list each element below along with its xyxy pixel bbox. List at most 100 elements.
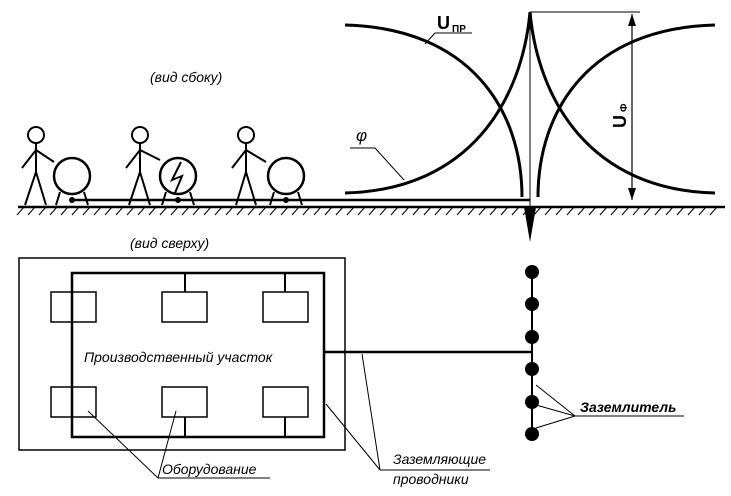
machine-2 [158,156,198,206]
potential-curve-right [528,11,716,195]
junction-dot [283,197,289,203]
hatch-mark [676,206,685,216]
lightning-bolt-icon [169,161,184,194]
potential-curve-left [344,11,532,195]
arrow-up-icon [628,14,636,26]
u-f-subscript: Ф [619,103,630,112]
equipment-box-5 [161,386,208,437]
ground-rod [525,395,539,409]
person-2 [125,126,161,206]
hatch-mark [555,206,564,216]
hatch-mark [621,206,630,216]
u-pr-subscript: ПР [452,24,466,35]
hatch-mark [269,206,278,216]
ground-rod [525,362,539,376]
machine-1 [52,156,92,206]
person-1 [21,126,55,206]
hatch-mark [511,206,520,216]
grounding-conductors-leader [325,403,381,471]
hatch-mark [489,206,498,216]
equipment-leader [157,410,177,479]
electrode-spike [524,207,536,242]
equipment-box-2 [161,273,208,323]
ground-rod [525,297,539,311]
hatch-mark [588,206,597,216]
hatch-mark [148,206,157,216]
hatch-mark [467,206,476,216]
hatch-mark [445,206,454,216]
hatch-mark [159,206,168,216]
person-3 [231,126,267,206]
hatch-mark [357,206,366,216]
hatch-mark [379,206,388,216]
top-view: (вид сверху) Производственный участок За… [18,235,684,487]
hatch-mark [27,206,36,216]
hatch-mark [258,206,267,216]
hatch-mark [665,206,674,216]
grounding-conductors-label-1: Заземляющие [393,451,486,467]
u-f-label: U [610,115,630,128]
hatch-mark [566,206,575,216]
hatch-mark [71,206,80,216]
hatch-mark [698,206,707,216]
grounding-conductors-leader [361,353,381,471]
hatch-mark [115,206,124,216]
hatch-mark [478,206,487,216]
hatch-mark [346,206,355,216]
hatch-mark [401,206,410,216]
hatch-mark [709,206,718,216]
ground-electrode-leader [535,415,576,429]
side-view-label: (вид сбоку) [150,69,222,85]
phi-leader [374,147,405,181]
hatch-mark [599,206,608,216]
phi-label: φ [356,126,367,145]
production-area-outline [18,257,346,451]
hatch-mark [423,206,432,216]
ground-rod [525,427,539,441]
equipment-label: Оборудование [162,461,257,477]
hatch-mark [291,206,300,216]
junction-dot [69,197,75,203]
equipment-box-1 [50,273,97,323]
hatch-mark [82,206,91,216]
touch-voltage-curve-right [536,23,716,198]
hatch-mark [16,206,25,216]
ground-electrode-label: Заземлитель [580,399,676,415]
top-view-label: (вид сверху) [130,235,209,251]
hatch-mark [192,206,201,216]
hatch-mark [456,206,465,216]
hatch-mark [137,206,146,216]
hatch-mark [203,206,212,216]
hatch-mark [126,206,135,216]
side-view: (вид сбоку) [16,11,725,242]
hatch-mark [654,206,663,216]
hatch-mark [632,206,641,216]
hatch-mark [544,206,553,216]
hatch-mark [368,206,377,216]
hatch-mark [324,206,333,216]
hatch-mark [38,206,47,216]
equipment-box-6 [262,386,309,437]
grounding-conductors-label-2: проводники [393,471,469,487]
grounding-loop [70,271,326,439]
hatch-mark [313,206,322,216]
arrow-down-icon [628,188,636,200]
hatch-mark [49,206,58,216]
hatch-mark [412,206,421,216]
equipment-box-4 [50,386,97,437]
hatch-mark [533,206,542,216]
hatch-mark [104,206,113,216]
hatch-mark [687,206,696,216]
ground-electrode-leader [535,404,576,417]
production-area-label: Производственный участок [84,349,274,365]
junction-dot [175,197,181,203]
hatch-mark [181,206,190,216]
hatch-mark [214,206,223,216]
hatch-mark [434,206,443,216]
equipment-leader [87,410,159,479]
hatch-mark [335,206,344,216]
hatch-mark [170,206,179,216]
ground-hatch [16,206,718,216]
